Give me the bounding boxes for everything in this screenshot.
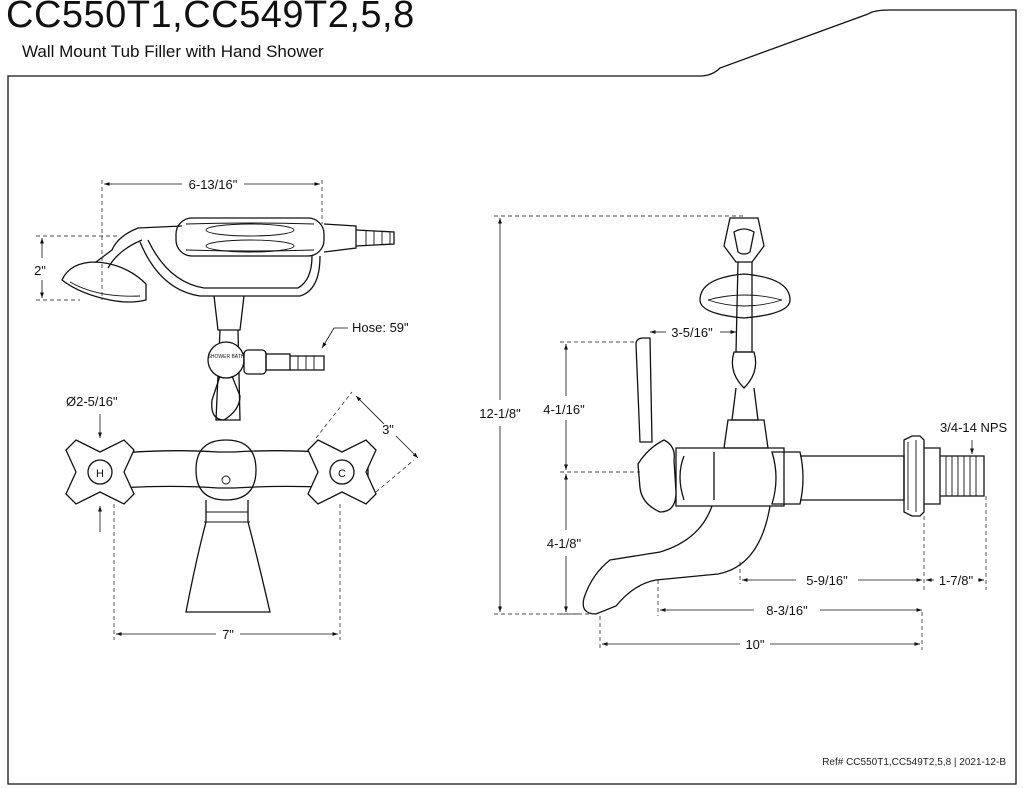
handshower-handle <box>175 217 395 257</box>
dim-flange-diameter: Ø2-5/16" <box>66 394 118 409</box>
sheet-border <box>7 9 1017 785</box>
dim-center-width: 7" <box>222 627 234 642</box>
model-title: CC550T1,CC549T2,5,8 <box>6 0 415 36</box>
dim-thread-length: 1-7/8" <box>939 573 974 588</box>
dim-handle-offset: 3" <box>382 422 394 437</box>
handshower-cradle <box>139 239 321 331</box>
dim-upper-height: 4-1/16" <box>543 402 585 417</box>
handshower-head <box>61 225 183 303</box>
side-view: 12-1/8" 3-5/16" 4-1/16" 4-1/8" 3/4-14 NP… <box>479 215 1008 652</box>
side-handshower <box>699 217 791 449</box>
cold-indicator: C <box>338 468 346 480</box>
diverter-label: SHOWER BATH <box>208 354 245 360</box>
side-spout <box>582 505 771 615</box>
hose-label: Hose: 59" <box>352 320 409 335</box>
dim-total-height: 12-1/8" <box>479 406 521 421</box>
dim-handshower-height: 2" <box>34 263 46 278</box>
product-subtitle: Wall Mount Tub Filler with Hand Shower <box>22 42 324 61</box>
dim-top-width: 6-13/16" <box>189 177 238 192</box>
front-view: SHOWER BATH Hose: 59" <box>34 177 419 642</box>
hot-indicator: H <box>96 468 104 480</box>
hot-handle: H <box>65 439 135 505</box>
dim-spout-reach: 8-3/16" <box>766 603 808 618</box>
side-body <box>675 435 985 517</box>
cold-handle: C <box>307 439 377 505</box>
riser-diverter: SHOWER BATH <box>207 329 325 421</box>
dim-thread: 3/4-14 NPS <box>940 420 1008 435</box>
dim-total-depth: 10" <box>745 637 764 652</box>
dim-lower-height: 4-1/8" <box>547 536 582 551</box>
side-handle <box>637 439 677 513</box>
dim-spout-to-wall: 5-9/16" <box>806 573 848 588</box>
reference-number: Ref# CC550T1,CC549T2,5,8 | 2021-12-B <box>822 757 1006 768</box>
dim-cradle-offset: 3-5/16" <box>671 325 713 340</box>
